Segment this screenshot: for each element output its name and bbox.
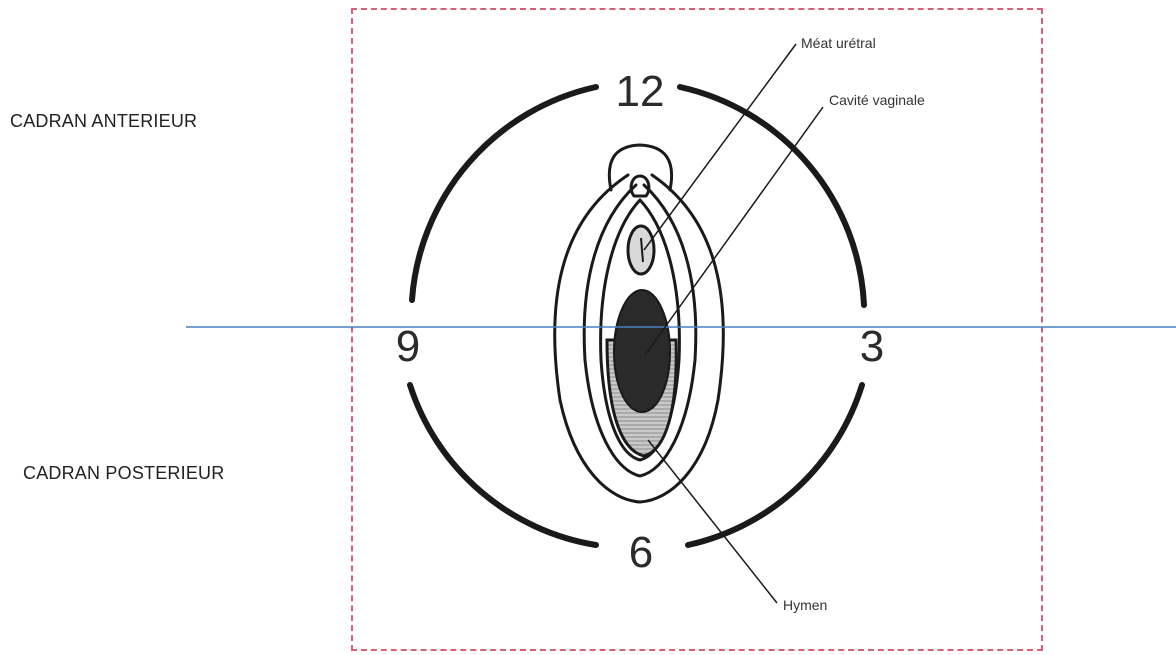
- clock-arc-upper-right: [680, 87, 864, 305]
- callout-cavite-label: Cavité vaginale: [829, 92, 925, 108]
- callout-lines: [644, 44, 823, 603]
- clock-number-3: 3: [860, 322, 884, 371]
- vaginal-cavity: [614, 290, 670, 412]
- leader-hymen: [648, 440, 777, 603]
- clock-number-9: 9: [396, 322, 420, 371]
- clock-number-12: 12: [616, 67, 665, 116]
- clock-arc-lower-right: [688, 385, 862, 545]
- callout-meat-label: Méat urétral: [801, 35, 876, 51]
- clock-arc-upper-left: [412, 87, 596, 300]
- clock-arc-lower-left: [410, 385, 596, 545]
- leader-cavite: [645, 107, 823, 355]
- clock-number-6: 6: [629, 528, 653, 577]
- leader-meat: [644, 44, 796, 250]
- callout-hymen-label: Hymen: [783, 597, 827, 613]
